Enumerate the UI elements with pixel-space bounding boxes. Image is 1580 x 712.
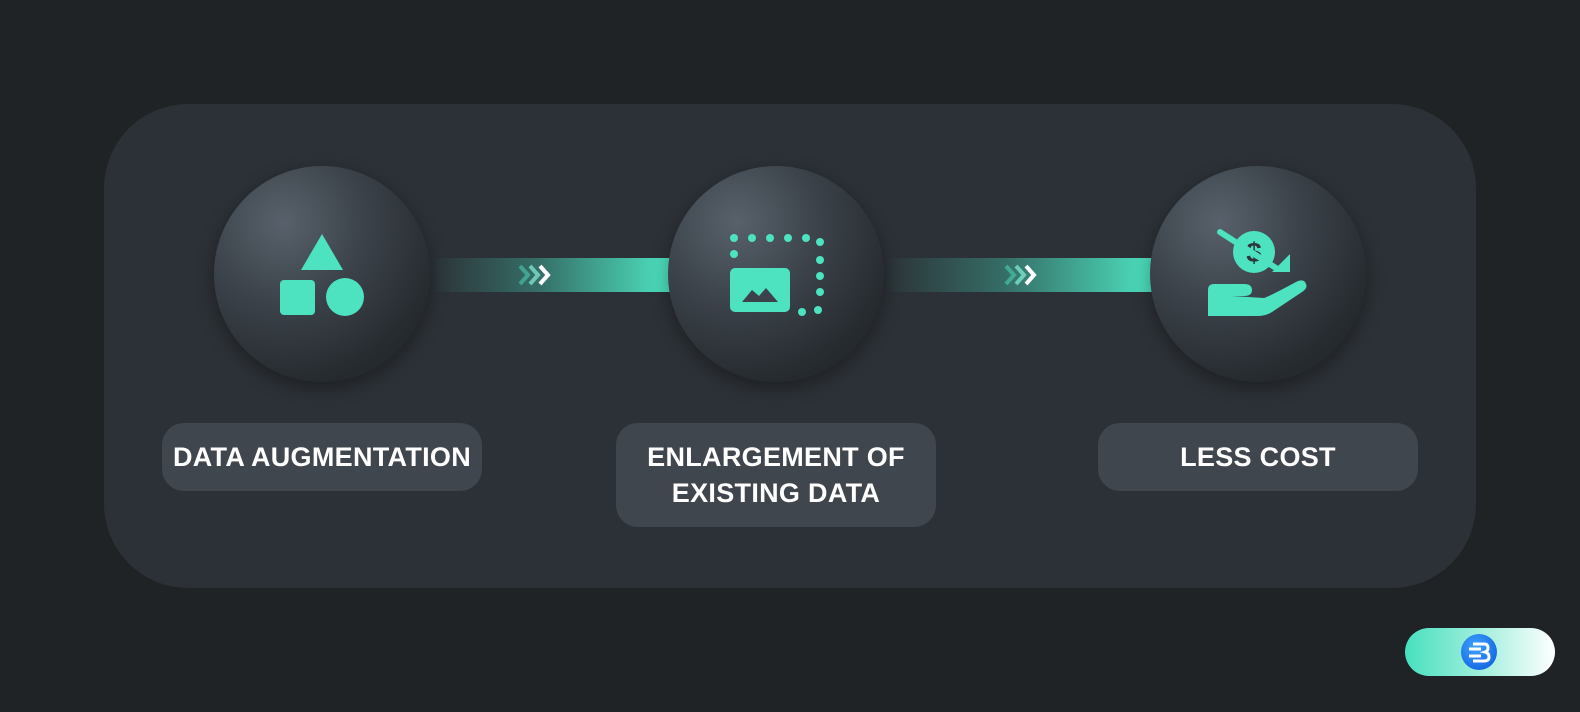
step-2-label-line-2: EXISTING DATA — [671, 478, 881, 508]
brand-logo-icon — [1461, 634, 1497, 670]
image-expand-icon — [730, 234, 824, 316]
brand-badge[interactable] — [1405, 628, 1555, 676]
shapes-icon — [280, 234, 364, 316]
step-1-sphere — [214, 166, 430, 382]
step-3-label-line-1: LESS COST — [1180, 442, 1336, 472]
step-2-label: ENLARGEMENT OF EXISTING DATA — [616, 423, 936, 527]
step-3-label: LESS COST — [1098, 423, 1418, 491]
step-1-label: DATA AUGMENTATION — [162, 423, 482, 491]
connector-2 — [884, 258, 1154, 292]
triple-chevron-right-icon — [518, 264, 551, 286]
step-2-sphere — [668, 166, 884, 382]
step-2-label-line-1: ENLARGEMENT OF — [647, 442, 905, 472]
triple-chevron-right-icon — [1004, 264, 1037, 286]
cost-reduction-icon: $ — [1208, 229, 1307, 316]
step-3-sphere: $ — [1150, 166, 1366, 382]
step-1-label-line-1: DATA AUGMENTATION — [172, 442, 472, 472]
